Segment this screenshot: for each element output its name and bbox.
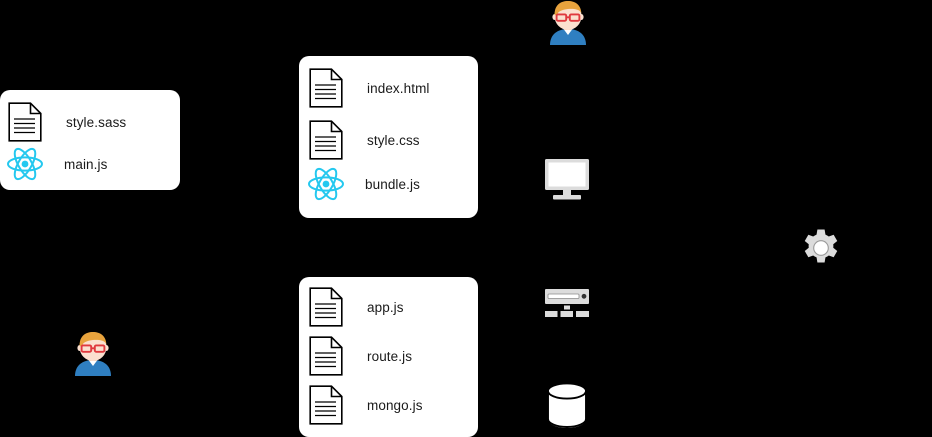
document-icon bbox=[309, 385, 343, 425]
document-icon bbox=[8, 102, 42, 142]
list-item[interactable]: mongo.js bbox=[309, 385, 423, 425]
list-item[interactable]: bundle.js bbox=[307, 167, 420, 201]
server-rack-icon bbox=[545, 289, 589, 317]
list-item[interactable]: index.html bbox=[309, 68, 430, 108]
gear-icon bbox=[804, 229, 838, 263]
list-item[interactable]: style.sass bbox=[8, 102, 126, 142]
file-label: style.css bbox=[367, 132, 420, 148]
react-icon bbox=[7, 147, 43, 181]
list-item[interactable]: route.js bbox=[309, 336, 412, 376]
monitor-node[interactable] bbox=[543, 155, 591, 203]
frontend-source-card[interactable]: style.sass main.js bbox=[0, 90, 180, 190]
file-label: bundle.js bbox=[365, 176, 420, 192]
react-icon bbox=[308, 167, 344, 201]
list-item[interactable]: app.js bbox=[309, 287, 404, 327]
document-icon bbox=[309, 287, 343, 327]
build-output-card[interactable]: index.html style.css bbox=[299, 56, 478, 218]
document-icon bbox=[309, 68, 343, 108]
document-icon bbox=[309, 120, 343, 160]
database-node[interactable] bbox=[546, 382, 588, 430]
list-item[interactable]: style.css bbox=[309, 120, 420, 160]
file-label: main.js bbox=[64, 156, 108, 172]
document-icon bbox=[309, 336, 343, 376]
file-label: app.js bbox=[367, 299, 404, 315]
settings-node[interactable] bbox=[801, 228, 841, 268]
file-label: style.sass bbox=[66, 114, 127, 130]
database-cylinder-icon bbox=[547, 382, 587, 430]
monitor-icon bbox=[545, 159, 589, 200]
file-label: route.js bbox=[367, 348, 413, 364]
user-avatar-top[interactable] bbox=[541, 0, 595, 45]
list-item[interactable]: main.js bbox=[6, 147, 107, 181]
user-avatar-bottom-left[interactable] bbox=[66, 331, 120, 376]
file-label: mongo.js bbox=[367, 397, 423, 413]
user-avatar-icon bbox=[75, 332, 111, 376]
file-label: index.html bbox=[367, 80, 430, 96]
user-avatar-icon bbox=[550, 1, 586, 45]
server-node[interactable] bbox=[543, 287, 591, 321]
backend-source-card[interactable]: app.js route.js bbox=[299, 277, 478, 437]
